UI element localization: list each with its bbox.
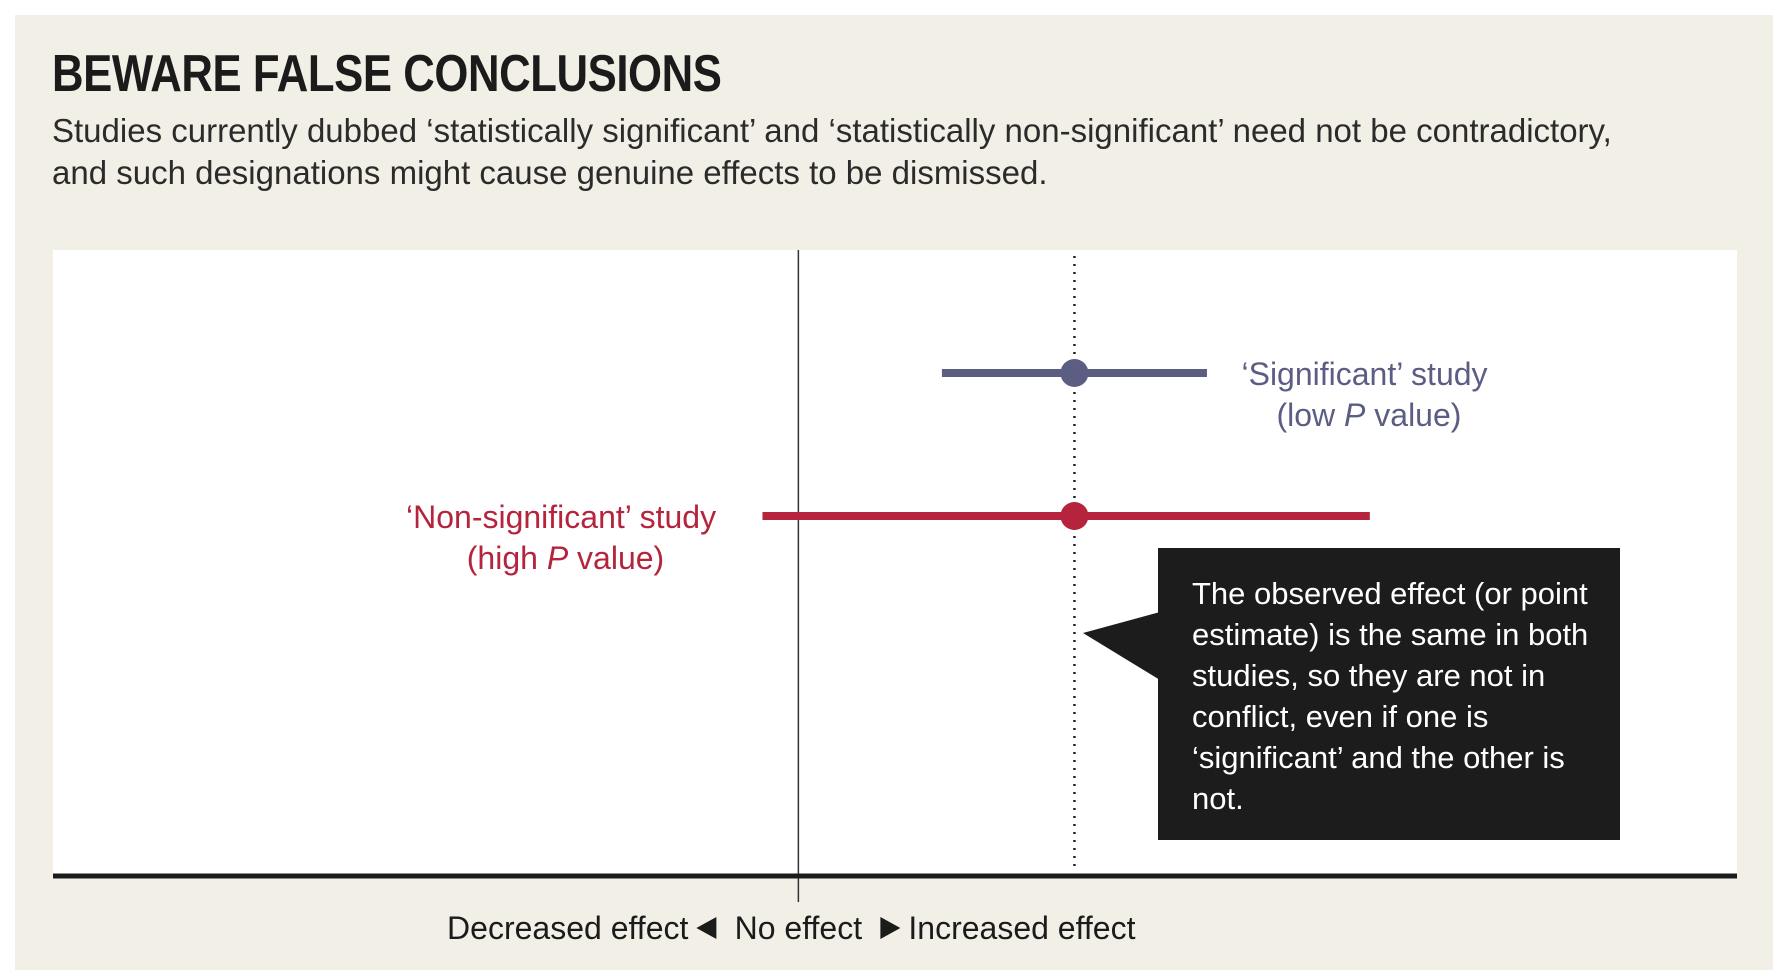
significant-label-line1: ‘Significant’ study [1241,356,1487,392]
significant-point [1060,359,1089,387]
x-axis-label-increased: Increased effect [908,910,1135,946]
significant-study-label: ‘Significant’ study (low P value) [1241,356,1496,433]
significant-label-line2: (low P value) [1276,397,1461,433]
label-text-run: value) [568,540,664,576]
label-text-run: (low [1276,397,1344,433]
label-text-run: ‘Significant’ study [1241,356,1487,392]
annotation-callout: The observed effect (or point estimate) … [1158,548,1620,840]
p-value-symbol: P [547,540,569,576]
label-text-run: ‘Non-significant’ study [406,499,716,535]
chart-title: BEWARE FALSE CONCLUSIONS [52,45,722,103]
x-axis-label-no-effect: No effect [735,910,863,946]
non-significant-study-label: ‘Non-significant’ study (high P value) [406,499,725,576]
callout-pointer [1083,612,1160,680]
label-text-run: (high [467,540,547,576]
label-text-run: value) [1365,397,1461,433]
arrow-right-icon [880,917,901,939]
non-significant-label-line2: (high P value) [467,540,664,576]
x-axis-label-decreased: Decreased effect [447,910,688,946]
chart-subtitle: Studies currently dubbed ‘statistically … [52,112,1612,191]
non-significant-label-line1: ‘Non-significant’ study [406,499,716,535]
p-value-symbol: P [1344,397,1366,433]
arrow-left-icon [696,917,717,939]
non-significant-point [1060,502,1089,530]
